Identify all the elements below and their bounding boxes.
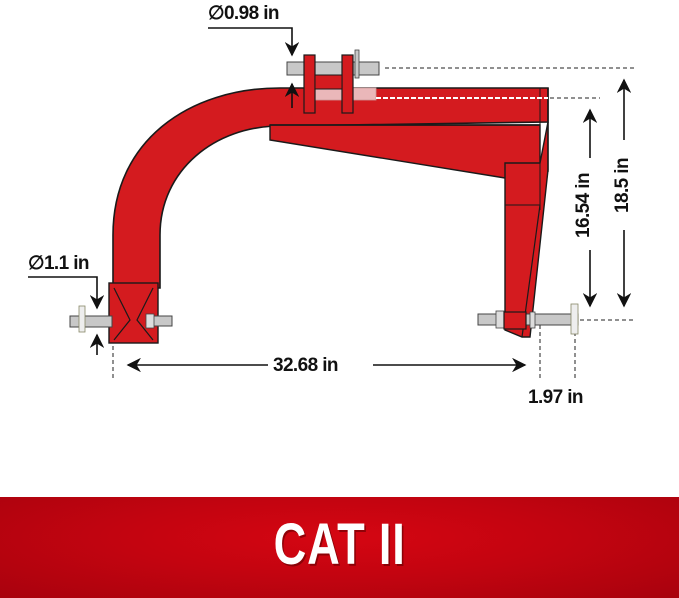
frame-right-leg [504,121,549,338]
top-pin-assembly [286,49,548,114]
frame-brace [269,124,541,179]
hitch-dimension-diagram: ∅0.98 in ∅1.1 in 32.68 in 1.97 in 16.54 … [28,3,636,408]
outer-height-label: 18.5 in [611,158,633,213]
lower-left-block [69,282,173,344]
width-label: 32.68 in [273,355,339,376]
category-banner: CAT II [0,497,679,598]
frame-arm [112,87,549,289]
banner-title: CAT II [273,512,406,577]
lower-right-pin [477,303,579,335]
hitch-frame-drawing [28,27,636,380]
lower-pin-diameter-label: ∅1.1 in [28,253,90,274]
top-pin-diameter-label: ∅0.98 in [208,3,280,24]
pin-offset-label: 1.97 in [528,387,584,408]
inner-height-label: 16.54 in [572,173,594,238]
dimension-leaders [28,27,632,373]
